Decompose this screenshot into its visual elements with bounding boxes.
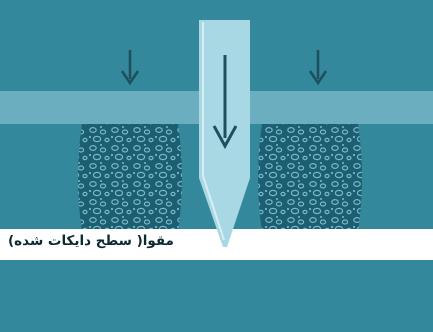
right-foam-stack [258,124,362,232]
board-caption: مقوا( سطح دایکات شده) [8,233,174,249]
left-foam-stack [78,124,182,232]
